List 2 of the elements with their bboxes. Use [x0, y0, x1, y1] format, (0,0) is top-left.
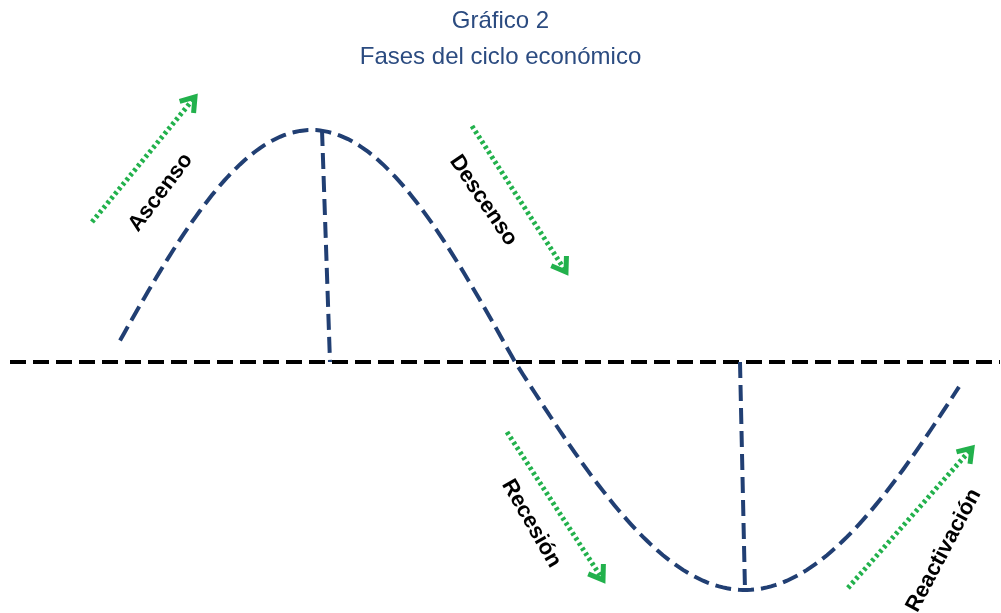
chart-subtitle: Fases del ciclo económico [359, 42, 642, 69]
chart-title: Gráfico 2 [451, 6, 550, 33]
